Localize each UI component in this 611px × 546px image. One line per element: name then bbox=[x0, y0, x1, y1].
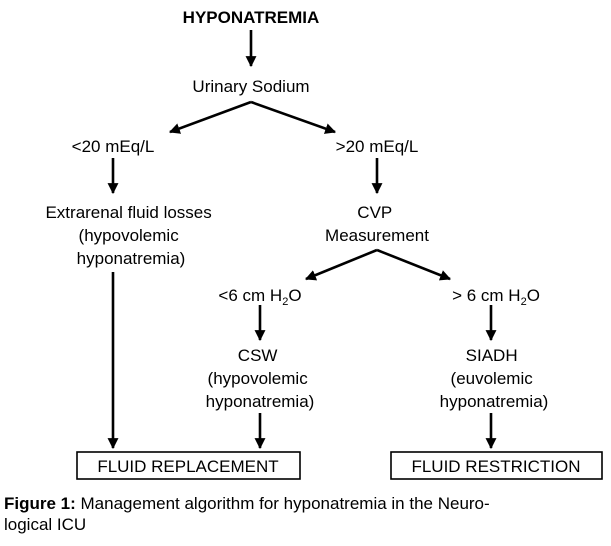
high-cvp-prefix: > 6 cm H bbox=[452, 286, 521, 305]
low-cvp-prefix: <6 cm H bbox=[218, 286, 282, 305]
high-cvp-suffix: O bbox=[527, 286, 540, 305]
figure-caption: Figure 1: Management algorithm for hypon… bbox=[4, 493, 604, 535]
node-urinary-sodium: Urinary Sodium bbox=[192, 77, 309, 96]
caption-label: Figure 1: bbox=[4, 494, 76, 513]
arrow-sodium-to-high bbox=[250, 100, 337, 134]
label-fluid-replacement: FLUID REPLACEMENT bbox=[97, 457, 278, 476]
node-low-sodium: <20 mEq/L bbox=[72, 137, 155, 156]
arrow-cvp-to-high-cvp bbox=[376, 248, 452, 281]
node-csw: CSW (hypovolemic hyponatremia) bbox=[206, 346, 315, 411]
box-fluid-restriction bbox=[390, 451, 603, 480]
siadh-line-1: SIADH bbox=[466, 346, 518, 365]
caption-text-continued: logical ICU bbox=[4, 515, 87, 534]
node-extrarenal: Extrarenal fluid losses (hypovolemic hyp… bbox=[45, 203, 216, 268]
extrarenal-line-1: Extrarenal fluid losses bbox=[45, 203, 211, 222]
siadh-line-3: hyponatremia) bbox=[440, 392, 549, 411]
algorithm-diagram: HYPONATREMIA Urinary Sodium <20 mEq/L >2… bbox=[45, 8, 603, 480]
cvp-line-2: Measurement bbox=[325, 226, 429, 245]
node-cvp: CVP Measurement bbox=[325, 203, 429, 245]
box-fluid-replacement bbox=[76, 451, 301, 480]
csw-line-1: CSW bbox=[238, 346, 278, 365]
extrarenal-line-2: (hypovolemic bbox=[79, 226, 180, 245]
arrow-sodium-to-low bbox=[168, 100, 252, 134]
siadh-line-2: (euvolemic bbox=[451, 369, 534, 388]
csw-line-3: hyponatremia) bbox=[206, 392, 315, 411]
extrarenal-line-3: hyponatremia) bbox=[77, 249, 186, 268]
node-low-cvp: <6 cm H2O bbox=[218, 286, 301, 308]
caption-text: Management algorithm for hyponatremia in… bbox=[75, 494, 490, 513]
node-siadh: SIADH (euvolemic hyponatremia) bbox=[440, 346, 549, 411]
high-cvp-subscript: 2 bbox=[521, 296, 527, 308]
node-high-sodium: >20 mEq/L bbox=[336, 137, 419, 156]
title-hyponatremia: HYPONATREMIA bbox=[183, 8, 320, 27]
csw-line-2: (hypovolemic bbox=[208, 369, 309, 388]
arrow-cvp-to-low-cvp bbox=[304, 248, 378, 281]
label-fluid-restriction: FLUID RESTRICTION bbox=[411, 457, 580, 476]
low-cvp-suffix: O bbox=[288, 286, 301, 305]
cvp-line-1: CVP bbox=[357, 203, 392, 222]
low-cvp-subscript: 2 bbox=[282, 296, 288, 308]
node-high-cvp: > 6 cm H2O bbox=[452, 286, 540, 308]
